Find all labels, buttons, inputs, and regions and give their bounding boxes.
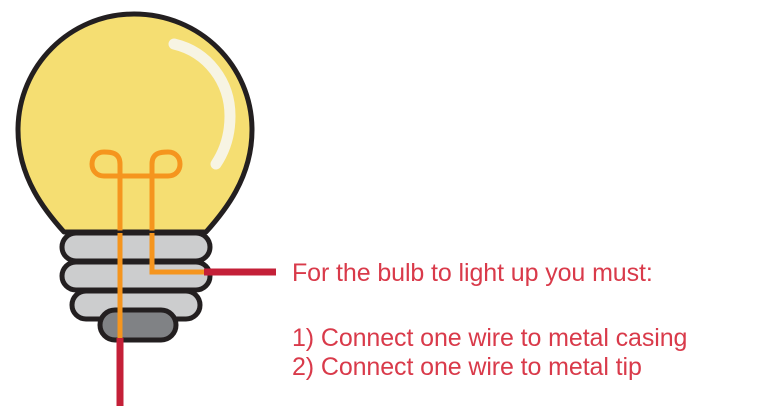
glass-bulb xyxy=(15,11,255,235)
light-bulb-illustration xyxy=(15,11,276,406)
filament-leg-right-overlay xyxy=(149,233,208,275)
caption-spacer xyxy=(292,288,766,324)
metal-tip xyxy=(97,307,179,343)
instruction-item-1: 1) Connect one wire to metal casing xyxy=(292,324,688,352)
instruction-item-2: 2) Connect one wire to metal tip xyxy=(292,353,642,381)
caption-block: For the bulb to light up you must: 1) Co… xyxy=(292,258,766,382)
metal-casing-ring-top xyxy=(59,230,213,264)
caption-heading: For the bulb to light up you must: xyxy=(292,259,653,287)
metal-casing-ring-middle xyxy=(59,259,213,293)
glass-highlight-icon xyxy=(168,38,236,170)
